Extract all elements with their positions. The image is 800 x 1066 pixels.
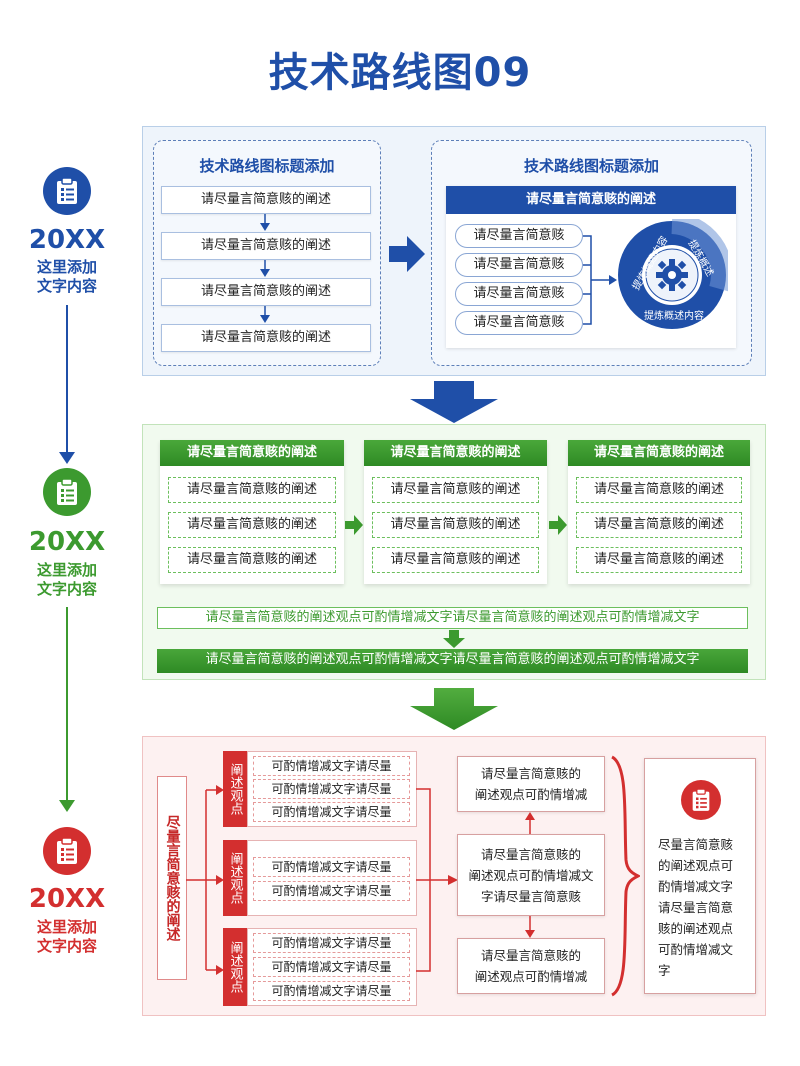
pill-2: 请尽量言简意赅 (455, 253, 583, 277)
red-group-3-item-2: 可酌情增减文字请尽量 (253, 957, 410, 977)
arrow-down-icon (410, 381, 498, 423)
section-1-left-item-4: 请尽量言简意赅的阐述 (161, 324, 371, 352)
timeline-node-2-icon (43, 468, 91, 516)
branch-connector-left (186, 785, 224, 975)
red-group-2-item-1: 可酌情增减文字请尽量 (253, 857, 410, 877)
section-1-left-item-2: 请尽量言简意赅的阐述 (161, 232, 371, 260)
section-3-vertical-title: 尽量言简意赅的阐述 (157, 776, 187, 980)
arrow-down-icon (260, 306, 270, 323)
pill-3: 请尽量言简意赅 (455, 282, 583, 306)
section-1-right-title: 技术路线图标题添加 (523, 157, 659, 175)
cycle-label-3: 提炼概述内容 (644, 311, 704, 322)
branch-connector-right (416, 788, 458, 972)
green-card-3-item-1: 请尽量言简意赅的阐述 (576, 477, 742, 503)
timeline-node-1-icon (43, 167, 91, 215)
green-card-1-item-3: 请尽量言简意赅的阐述 (168, 547, 336, 573)
timeline-year-3: 20XX (28, 884, 106, 914)
timeline-year-2: 20XX (28, 527, 106, 557)
red-mid-bottom-box: 请尽量言简意赅的 阐述观点可酌情增减 (457, 938, 605, 994)
red-group-1-item-3: 可酌情增减文字请尽量 (253, 802, 410, 822)
timeline-node-3-icon (43, 827, 91, 875)
red-group-3-item-3: 可酌情增减文字请尽量 (253, 981, 410, 1001)
clipboard-icon (692, 788, 710, 811)
green-card-3-item-3: 请尽量言简意赅的阐述 (576, 547, 742, 573)
red-mid-center-box: 请尽量言简意赅的 阐述观点可酌情增减文 字请尽量言简意赅 (457, 834, 605, 916)
red-group-2-frame (247, 840, 417, 916)
clipboard-icon (57, 478, 77, 505)
pill-1: 请尽量言简意赅 (455, 224, 583, 248)
red-group-2-tag: 阐述观点 (223, 840, 247, 916)
timeline-year-1: 20XX (28, 225, 106, 255)
arrow-right-icon (389, 236, 425, 272)
page-title: 技术路线图09 (268, 50, 532, 96)
arrow-down-icon (260, 260, 270, 277)
red-final-icon (681, 780, 721, 820)
green-card-1-header: 请尽量言简意赅的阐述 (160, 440, 344, 466)
green-card-3-header: 请尽量言简意赅的阐述 (568, 440, 750, 466)
red-group-2-item-2: 可酌情增减文字请尽量 (253, 881, 410, 901)
section-1-left-item-3: 请尽量言简意赅的阐述 (161, 278, 371, 306)
arrow-down-icon (443, 630, 465, 648)
bracket-connector (583, 235, 617, 325)
arrow-right-icon (549, 515, 567, 535)
curly-brace (611, 755, 640, 997)
arrow-down-icon (59, 800, 75, 812)
arrow-right-icon (345, 515, 363, 535)
green-card-2-item-1: 请尽量言简意赅的阐述 (372, 477, 539, 503)
green-summary-line-2: 请尽量言简意赅的阐述观点可酌情增减文字请尽量言简意赅的阐述观点可酌情增减文字 (157, 649, 748, 673)
red-group-1-item-1: 可酌情增减文字请尽量 (253, 756, 410, 776)
timeline-connector-2 (66, 607, 68, 807)
green-card-2-item-3: 请尽量言简意赅的阐述 (372, 547, 539, 573)
red-group-3-item-1: 可酌情增减文字请尽量 (253, 933, 410, 953)
arrow-up-icon (525, 812, 535, 834)
section-1-left-item-1: 请尽量言简意赅的阐述 (161, 186, 371, 214)
green-card-3-item-2: 请尽量言简意赅的阐述 (576, 512, 742, 538)
green-card-1-item-2: 请尽量言简意赅的阐述 (168, 512, 336, 538)
arrow-down-icon (59, 452, 75, 464)
timeline-text-1: 这里添加 文字内容 (36, 258, 97, 295)
green-summary-line-1: 请尽量言简意赅的阐述观点可酌情增减文字请尽量言简意赅的阐述观点可酌情增减文字 (157, 607, 748, 629)
arrow-down-icon (260, 214, 270, 231)
green-card-1-item-1: 请尽量言简意赅的阐述 (168, 477, 336, 503)
red-group-3-tag: 阐述观点 (223, 928, 247, 1006)
cycle-gear-graphic (618, 219, 728, 329)
clipboard-icon (57, 177, 77, 204)
section-1-right-bar: 请尽量言简意赅的阐述 (446, 186, 736, 214)
red-group-1-item-2: 可酌情增减文字请尽量 (253, 779, 410, 799)
timeline-connector-1 (66, 305, 68, 460)
arrow-down-icon (410, 688, 498, 730)
red-final-text: 尽量言简意赅 的阐述观点可 酌情增减文字 请尽量言简意 赅的阐述观点 可酌情增减… (658, 837, 734, 978)
arrow-down-icon (525, 916, 535, 938)
timeline-text-2: 这里添加 文字内容 (36, 561, 97, 598)
clipboard-icon (57, 837, 77, 864)
timeline-text-3: 这里添加 文字内容 (36, 918, 97, 955)
green-card-2-item-2: 请尽量言简意赅的阐述 (372, 512, 539, 538)
red-group-1-tag: 阐述观点 (223, 751, 247, 827)
section-1-left-title: 技术路线图标题添加 (199, 157, 335, 175)
red-mid-top-box: 请尽量言简意赅的 阐述观点可酌情增减 (457, 756, 605, 812)
green-card-2-header: 请尽量言简意赅的阐述 (364, 440, 547, 466)
pill-4: 请尽量言简意赅 (455, 311, 583, 335)
